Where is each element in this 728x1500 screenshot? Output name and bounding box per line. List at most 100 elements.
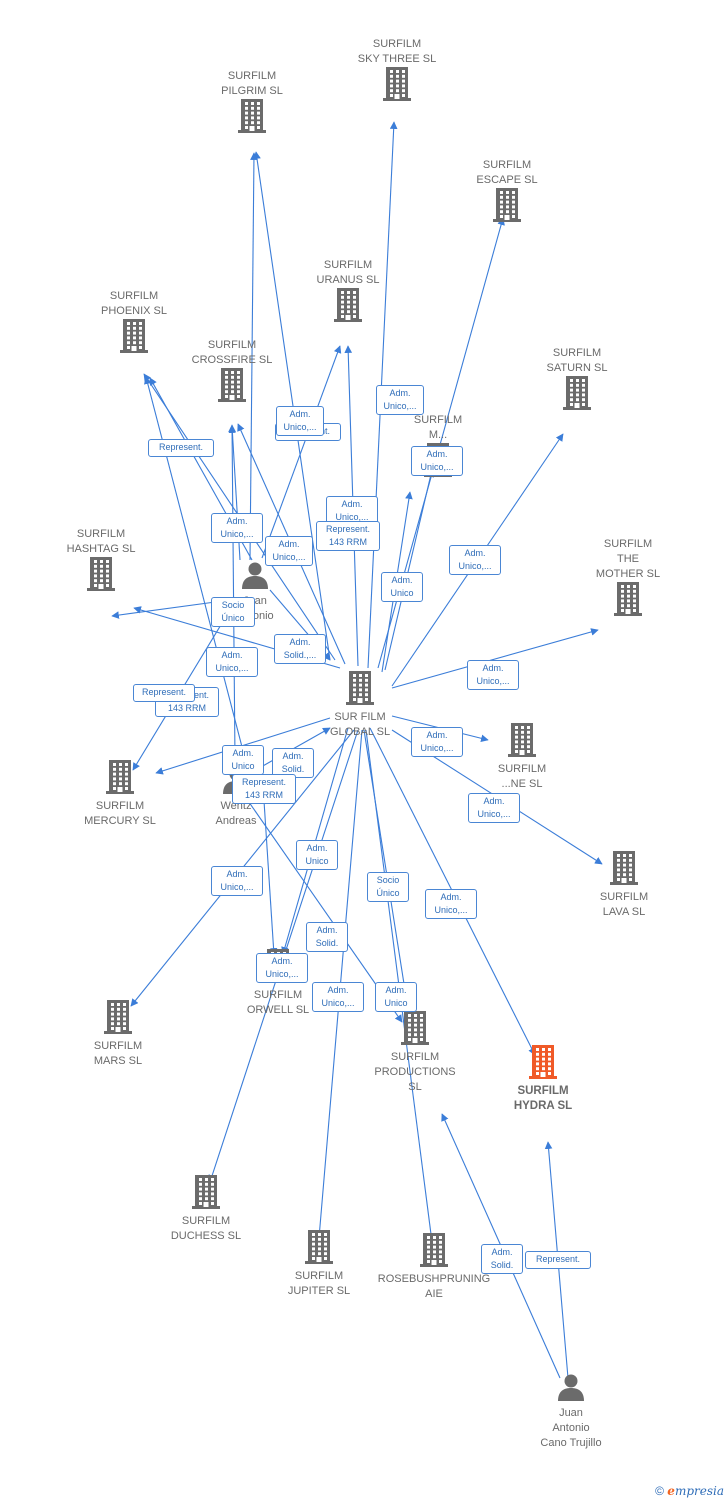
building-icon (36, 557, 166, 596)
node-label: SURFILM ORWELL SL (246, 989, 310, 1016)
company-node-mercury[interactable]: SURFILM MERCURY SL (55, 760, 185, 829)
node-label: SURFILM HASHTAG SL (66, 528, 136, 555)
relationship-badge[interactable]: Adm. Unico,... (312, 982, 364, 1012)
building-icon (167, 368, 297, 407)
relationship-edge (384, 469, 435, 671)
building-icon (283, 288, 413, 327)
relationship-badge[interactable]: Socio Único (211, 597, 255, 627)
node-label: SURFILM MARS SL (93, 1040, 143, 1067)
building-icon (69, 319, 199, 358)
company-node-crossfire[interactable]: SURFILM CROSSFIRE SL (167, 338, 297, 407)
relationship-badge[interactable]: Adm. Solid. (306, 922, 348, 952)
node-label: SURFILM LAVA SL (599, 891, 649, 918)
node-label: SURFILM SKY THREE SL (357, 38, 437, 65)
node-label: SURFILM PRODUCTIONS SL (374, 1051, 456, 1093)
relationship-badge[interactable]: Adm. Unico (375, 982, 417, 1012)
company-node-hashtag[interactable]: SURFILM HASHTAG SL (36, 527, 166, 596)
node-label: SURFILM HYDRA SL (513, 1085, 573, 1112)
relationship-badge[interactable]: Adm. Unico,... (468, 793, 520, 823)
node-label: SURFILM THE MOTHER SL (595, 538, 661, 580)
relationship-badge[interactable]: Adm. Unico,... (411, 446, 463, 476)
relationship-badge[interactable]: Adm. Unico,... (411, 727, 463, 757)
company-node-mother[interactable]: SURFILM THE MOTHER SL (563, 537, 693, 621)
relationship-badge[interactable]: Adm. Unico,... (425, 889, 477, 919)
node-label: SURFILM CROSSFIRE SL (191, 339, 273, 366)
building-icon (53, 1000, 183, 1039)
relationship-badge[interactable]: Adm. Unico,... (449, 545, 501, 575)
node-label: SURFILM PHOENIX SL (100, 290, 168, 317)
building-icon (478, 1045, 608, 1084)
company-node-escape[interactable]: SURFILM ESCAPE SL (442, 158, 572, 227)
person-node-juan2[interactable]: Juan Antonio Cano Trujillo (506, 1373, 636, 1451)
building-icon (295, 671, 425, 710)
building-icon (254, 1230, 384, 1269)
person-node-juan1[interactable]: Juan Antonio (190, 561, 320, 624)
relationship-badge[interactable]: Adm. Solid. (481, 1244, 523, 1274)
company-node-skythree[interactable]: SURFILM SKY THREE SL (332, 37, 462, 106)
relationship-badge[interactable]: Adm. Unico,... (376, 385, 424, 415)
building-icon (55, 760, 185, 799)
company-node-lava[interactable]: SURFILM LAVA SL (559, 851, 689, 920)
company-node-productions[interactable]: SURFILM PRODUCTIONS SL (350, 1011, 480, 1095)
company-node-mars[interactable]: SURFILM MARS SL (53, 1000, 183, 1069)
building-icon (350, 1011, 480, 1050)
company-node-pilgrim[interactable]: SURFILM PILGRIM SL (187, 69, 317, 138)
building-icon (369, 1233, 499, 1272)
relationship-badge[interactable]: Adm. Solid.,... (274, 634, 326, 664)
relationship-badge[interactable]: Adm. Unico,... (467, 660, 519, 690)
node-label: SURFILM DUCHESS SL (170, 1215, 242, 1242)
relationship-badge[interactable]: Represent. (148, 439, 214, 457)
relationship-badge[interactable]: Adm. Unico,... (256, 953, 308, 983)
node-label: SURFILM JUPITER SL (287, 1270, 351, 1297)
company-node-hydra[interactable]: SURFILM HYDRA SL (478, 1045, 608, 1114)
company-node-nine[interactable]: SURFILM ...NE SL (457, 723, 587, 792)
company-node-duchess[interactable]: SURFILM DUCHESS SL (141, 1175, 271, 1244)
relationship-badge[interactable]: Adm. Unico (222, 745, 264, 775)
company-node-rosebush[interactable]: ROSEBUSHPRUNING AIE (369, 1233, 499, 1302)
building-icon (559, 851, 689, 890)
relationship-edge (228, 424, 236, 761)
relationship-badge[interactable]: Represent. (525, 1251, 591, 1269)
company-node-jupiter[interactable]: SURFILM JUPITER SL (254, 1230, 384, 1299)
relationship-badge[interactable]: Socio Único (367, 872, 409, 902)
relationship-badge[interactable]: Adm. Unico,... (276, 406, 324, 436)
building-icon (512, 376, 642, 415)
relationship-edge (261, 345, 342, 559)
node-label: SURFILM SATURN SL (546, 347, 608, 374)
building-icon (457, 723, 587, 762)
company-node-uranus[interactable]: SURFILM URANUS SL (283, 258, 413, 327)
person-icon (190, 561, 320, 594)
relationship-badge[interactable]: Represent. 143 RRM (232, 774, 296, 804)
building-icon (442, 188, 572, 227)
company-node-saturn[interactable]: SURFILM SATURN SL (512, 346, 642, 415)
relationship-badge[interactable]: Adm. Unico (296, 840, 338, 870)
building-icon (563, 582, 693, 621)
building-icon (187, 99, 317, 138)
node-label: Juan Antonio Cano Trujillo (540, 1407, 602, 1449)
relationship-badge[interactable]: Adm. Unico,... (211, 866, 263, 896)
relationship-badge[interactable]: Adm. Unico,... (206, 647, 258, 677)
company-node-global[interactable]: SUR FILM GLOBAL SL (295, 671, 425, 740)
node-label: SURFILM ...NE SL (497, 763, 547, 790)
footer: © empresia (655, 1484, 724, 1498)
brand-logo[interactable]: empresia (667, 1484, 724, 1498)
relationship-badge[interactable]: Adm. Unico (381, 572, 423, 602)
node-label: SURFILM URANUS SL (316, 259, 380, 286)
node-label: SURFILM PILGRIM SL (221, 70, 283, 97)
node-label: SURFILM ESCAPE SL (476, 159, 538, 186)
node-label: SUR FILM GLOBAL SL (329, 711, 391, 738)
relationship-edge (391, 628, 599, 689)
node-label: Wentz Andreas (215, 800, 257, 827)
relationship-badge[interactable]: Represent. (133, 684, 195, 702)
building-icon (141, 1175, 271, 1214)
relationship-badge[interactable]: Adm. Unico,... (211, 513, 263, 543)
person-icon (506, 1373, 636, 1406)
building-icon (332, 67, 462, 106)
node-label: Juan Antonio (236, 595, 274, 622)
relationship-badge[interactable]: Represent. 143 RRM (316, 521, 380, 551)
relationship-badge[interactable]: Adm. Unico,... (265, 536, 313, 566)
node-label: SURFILM MERCURY SL (84, 800, 156, 827)
company-node-phoenix[interactable]: SURFILM PHOENIX SL (69, 289, 199, 358)
relationship-edge (111, 599, 231, 619)
